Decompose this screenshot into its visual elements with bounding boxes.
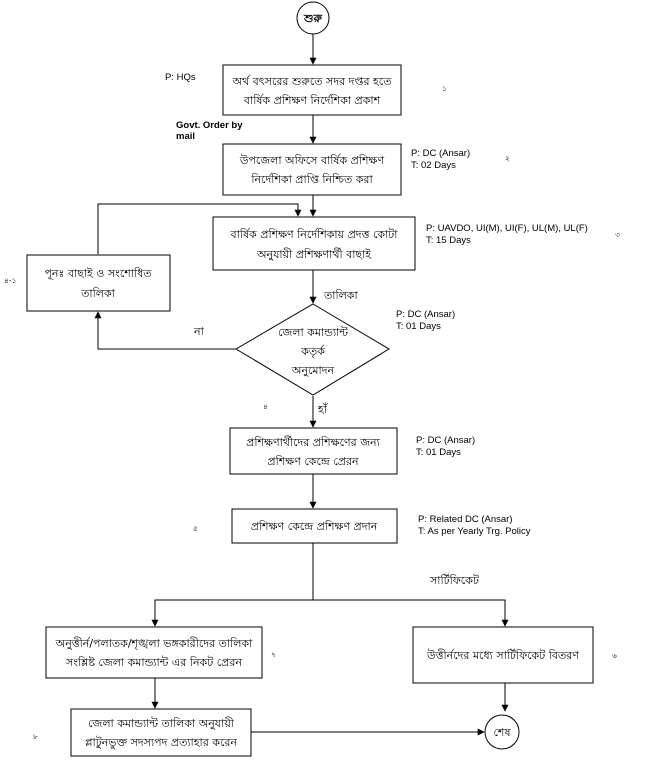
select-label-2: অনুযায়ী প্রশিক্ষণার্থী বাছাই	[256, 248, 372, 261]
edge-label-yes: হাঁ	[317, 402, 328, 416]
note-select-p: P: UAVDO, UI(M), UI(F), UL(M), UL(F)	[426, 223, 588, 234]
reselect-node	[26, 254, 171, 312]
step-number-2: ২	[505, 154, 510, 163]
edge-split-failed	[151, 599, 313, 627]
edge-label-no: না	[193, 325, 205, 338]
approve-label-2: কতৃর্ক	[300, 345, 325, 358]
note-approve-t: T: 01 Days	[396, 321, 441, 332]
reselect-label-2: তালিকা	[80, 287, 115, 300]
reselect-label-1: পূনঃ বাছাই ও সংশোধিত	[44, 267, 152, 280]
withdraw-label-1: জেলা কমান্ড্যান্ট তালিকা অনুযায়ী	[88, 717, 235, 730]
select-label-1: বার্ষিক প্রশিক্ষণ নির্দেশিকায় প্রদত্ত ক…	[230, 228, 399, 241]
failed-node	[45, 626, 263, 679]
step-number-4-1: ৪-১	[4, 276, 17, 285]
note-send-t: T: 01 Days	[416, 447, 461, 458]
step-number-8: ৮	[33, 732, 39, 741]
step-number-6: ৬	[612, 651, 617, 660]
cert-node	[412, 626, 594, 684]
note-train-t: T: As per Yearly Trg. Policy	[418, 526, 531, 537]
step-number-7: ৭	[271, 650, 276, 659]
end-node	[484, 714, 520, 750]
end-label: শেষ	[493, 726, 511, 739]
withdraw-label-2: প্লাটুনভুক্ত সদস্যপদ প্রত্যাহার করেন	[85, 736, 237, 749]
send-node	[229, 427, 398, 475]
step-number-1: ১	[442, 84, 447, 93]
withdraw-node	[70, 708, 252, 757]
note-approve-p: P: DC (Ansar)	[396, 309, 455, 320]
start-node	[296, 1, 330, 35]
approve-decision	[235, 303, 390, 396]
note-ensure-p: P: DC (Ansar)	[411, 148, 470, 159]
ensure-node	[222, 143, 402, 196]
note-select-t: T: 15 Days	[426, 235, 471, 246]
note-govt-order-1: Govt. Order by	[176, 120, 243, 131]
publish-label-2: বার্ষিক প্রশিক্ষণ নির্দেশিকা প্রকাশ	[243, 94, 381, 107]
failed-label-1: অনুত্তীর্ন/পলাতক/শৃঙ্খলা ভঙ্গকারীদের তাল…	[55, 637, 253, 650]
select-node	[212, 216, 416, 271]
note-train-p: P: Related DC (Ansar)	[418, 514, 513, 525]
publish-label-1: অর্থ বৎসরের শুরুতে সদর দপ্তর হতে	[232, 75, 393, 88]
edge-label-list: তালিকা	[323, 289, 358, 302]
note-ensure-t: T: 02 Days	[411, 160, 456, 171]
step-number-3: ৩	[615, 230, 620, 239]
note-send-p: P: DC (Ansar)	[416, 435, 475, 446]
train-node	[231, 508, 398, 544]
approve-label-3: অনুমোদন	[291, 364, 335, 377]
train-label: প্রশিক্ষণ কেন্দ্রে প্রশিক্ষণ প্রদান	[251, 520, 378, 533]
failed-label-2: সংশ্লিষ্ট জেলা কমান্ড্যান্ট এর নিকট প্রে…	[65, 656, 242, 669]
edge-label-certificate: সার্টিফিকেট	[429, 574, 480, 587]
edge-split-cert	[313, 599, 509, 627]
approve-label-1: জেলা কমান্ড্যান্ট	[278, 326, 348, 339]
step-number-4: ৪	[263, 402, 268, 411]
start-label: শুরু	[303, 12, 322, 25]
edge-approve-no	[94, 311, 236, 350]
ensure-label-1: উপজেলা অফিসে বার্ষিক প্রশিক্ষণ	[239, 154, 385, 167]
step-number-5: ৫	[193, 524, 198, 533]
cert-label: উত্তীর্নদের মধ্যে সার্টিফিকেট বিতরণ	[426, 649, 579, 662]
ensure-label-2: নির্দেশিকা প্রাপ্তি নিশ্চিত করা	[250, 173, 373, 186]
note-govt-order-2: mail	[176, 131, 195, 142]
note-hq: P: HQs	[165, 72, 196, 83]
send-label-2: প্রশিক্ষণ কেন্দ্রে প্রেরন	[267, 455, 359, 468]
send-label-1: প্রশিক্ষণার্থীদের প্রশিক্ষণের জন্য	[246, 436, 380, 449]
edge-reselect-select	[97, 203, 302, 254]
publish-node	[222, 64, 402, 116]
